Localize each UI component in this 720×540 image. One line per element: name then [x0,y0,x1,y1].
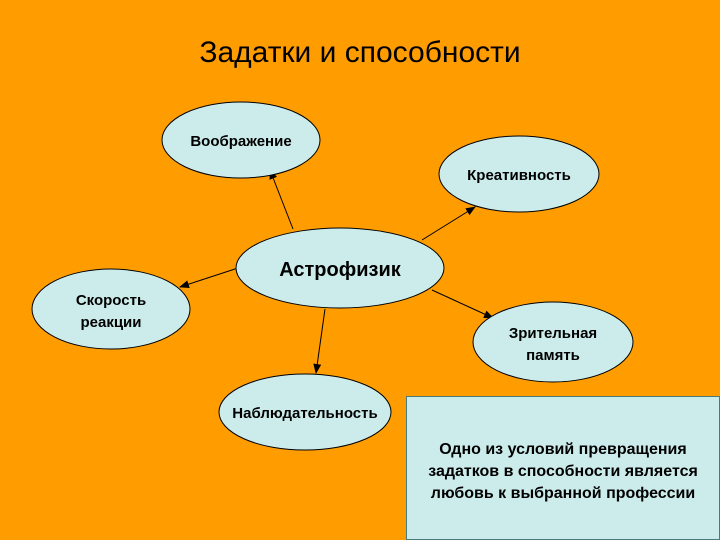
node-imagination: Воображение [161,101,321,179]
center-label: Астрофизик [279,259,402,281]
node-label: Воображение [190,133,291,150]
note-text: Одно из условий превращения задатков в с… [428,439,698,505]
connectors [179,169,494,374]
node-label-line: память [526,347,580,364]
node-reaction-speed: Скорость реакции [31,268,191,350]
node-visual-memory: Зрительная память [472,301,634,383]
arrow-to-observation [313,308,326,374]
node-label-line: Скорость [76,292,146,309]
arrow-to-visual-memory [431,289,494,319]
node-label-line: Зрительная [509,325,597,342]
arrow-to-imagination [269,169,294,230]
note-box: Одно из условий превращения задатков в с… [406,396,720,540]
node-observation: Наблюдательность [218,373,392,451]
arrow-to-creativity [421,206,476,241]
note-line: задатков в способности является [428,463,698,480]
node-creativity: Креативность [438,135,600,213]
diagram-title: Задатки и способности [199,36,521,69]
node-astrophysicist: Астрофизик [235,227,445,309]
node-label: Креативность [467,167,571,184]
node-label-line: реакции [80,314,141,331]
note-line: Одно из условий превращения [439,441,687,458]
node-label: Наблюдательность [232,405,377,422]
arrow-to-reaction-speed [179,267,239,288]
note-line: любовь к выбранной профессии [430,485,696,502]
